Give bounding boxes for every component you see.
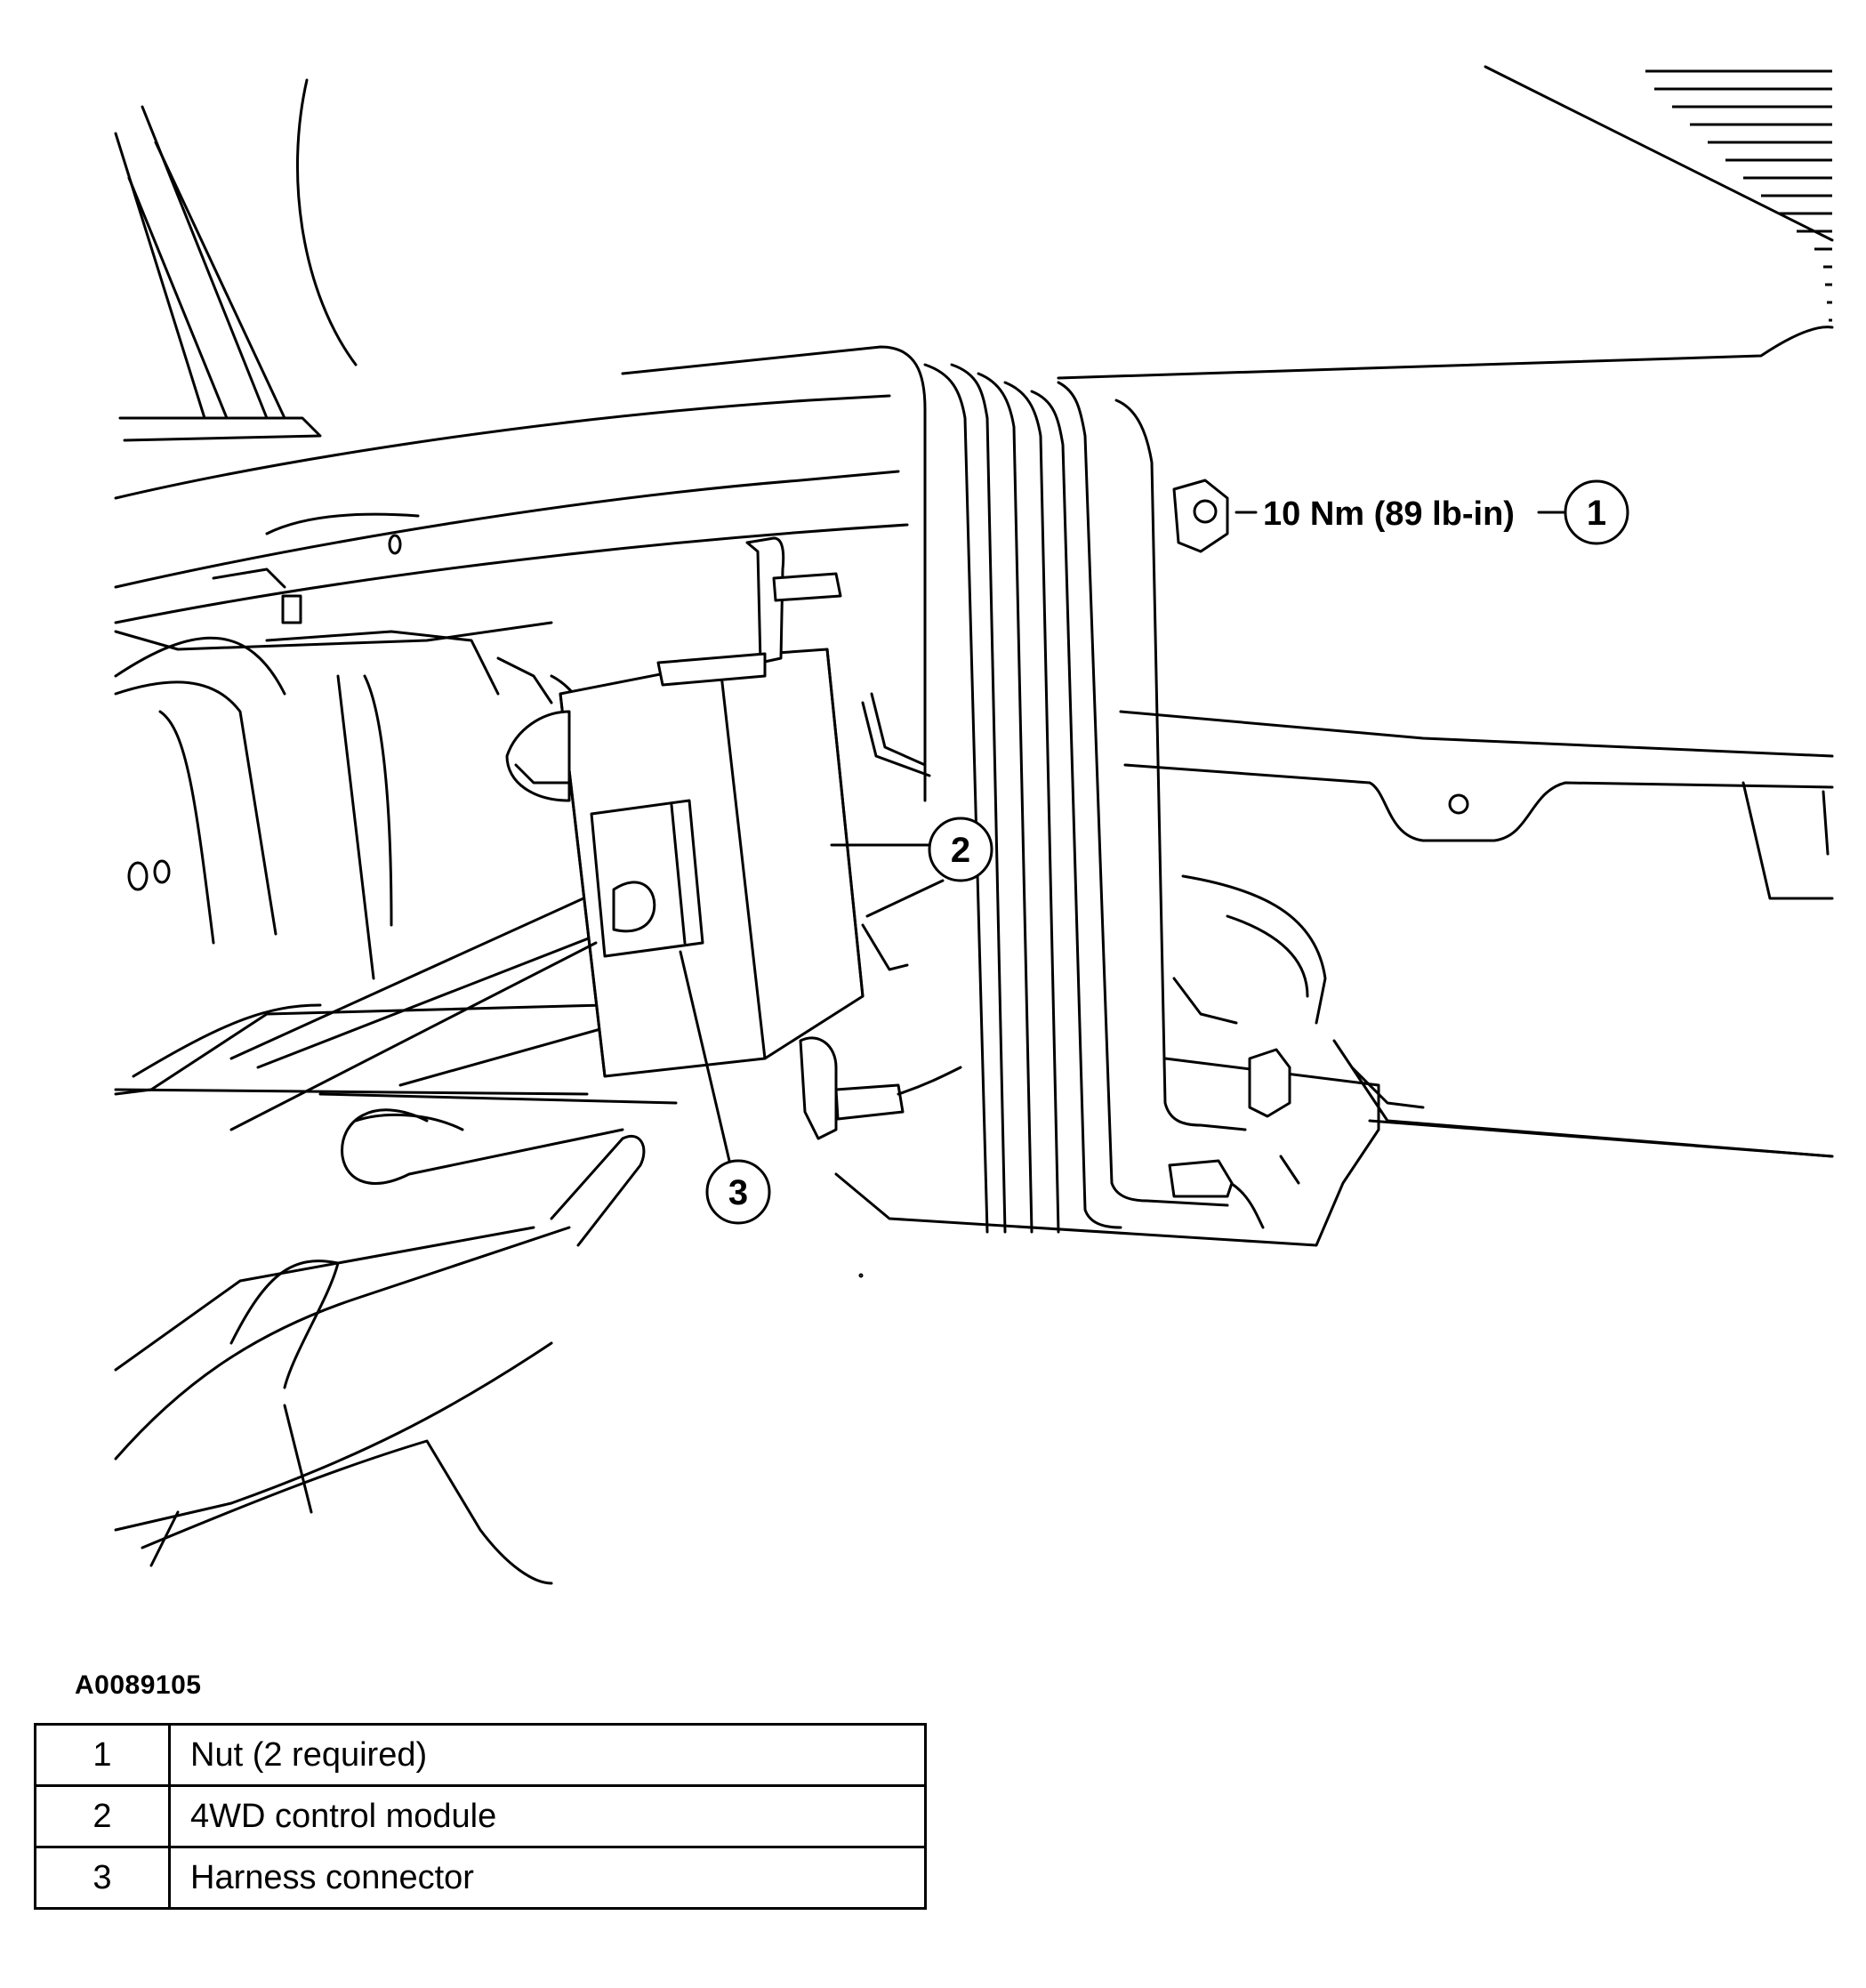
callout-2: 2 xyxy=(830,817,993,918)
legend-description: 4WD control module xyxy=(168,1784,927,1848)
svg-text:2: 2 xyxy=(951,831,970,870)
legend-number: 2 xyxy=(34,1784,171,1848)
legend-number: 3 xyxy=(34,1846,171,1910)
crossmember xyxy=(114,394,909,651)
legend-description: Harness connector xyxy=(168,1846,927,1910)
panel-diagonal xyxy=(1484,65,1834,242)
hex-nut-icon xyxy=(1248,1048,1291,1118)
tubing xyxy=(114,875,656,1585)
control-module xyxy=(505,536,962,1140)
frame-rail xyxy=(1119,710,1834,1158)
svg-text:3: 3 xyxy=(728,1173,748,1212)
table-row: 2 4WD control module xyxy=(34,1784,927,1848)
callout-3: 3 xyxy=(679,950,771,1225)
upper-panel-edge xyxy=(1057,326,1834,380)
callout-1: 10 Nm (89 lb-in) 1 xyxy=(1235,479,1629,545)
svg-text:1: 1 xyxy=(1587,494,1606,533)
legend-table: 1 Nut (2 required) 2 4WD control module … xyxy=(34,1723,927,1910)
table-row: 3 Harness connector xyxy=(34,1846,927,1910)
upper-panel-outline xyxy=(296,78,358,366)
table-row: 1 Nut (2 required) xyxy=(34,1723,927,1787)
figure-id-label: A0089105 xyxy=(75,1670,202,1700)
legend-number: 1 xyxy=(34,1723,171,1787)
brake-lines xyxy=(621,345,1247,1234)
harness-connector xyxy=(229,799,704,1131)
torque-spec: 10 Nm (89 lb-in) xyxy=(1263,495,1515,533)
component-location-illustration: 10 Nm (89 lb-in) 1 2 3 xyxy=(114,65,1834,1585)
frame-lower-edge xyxy=(114,1088,1834,1158)
left-struts xyxy=(114,105,322,442)
legend-description: Nut (2 required) xyxy=(168,1723,927,1787)
hex-nut-icon xyxy=(1172,479,1229,553)
hatched-region xyxy=(1645,69,1832,322)
hex-nut-icon xyxy=(1168,1159,1234,1198)
